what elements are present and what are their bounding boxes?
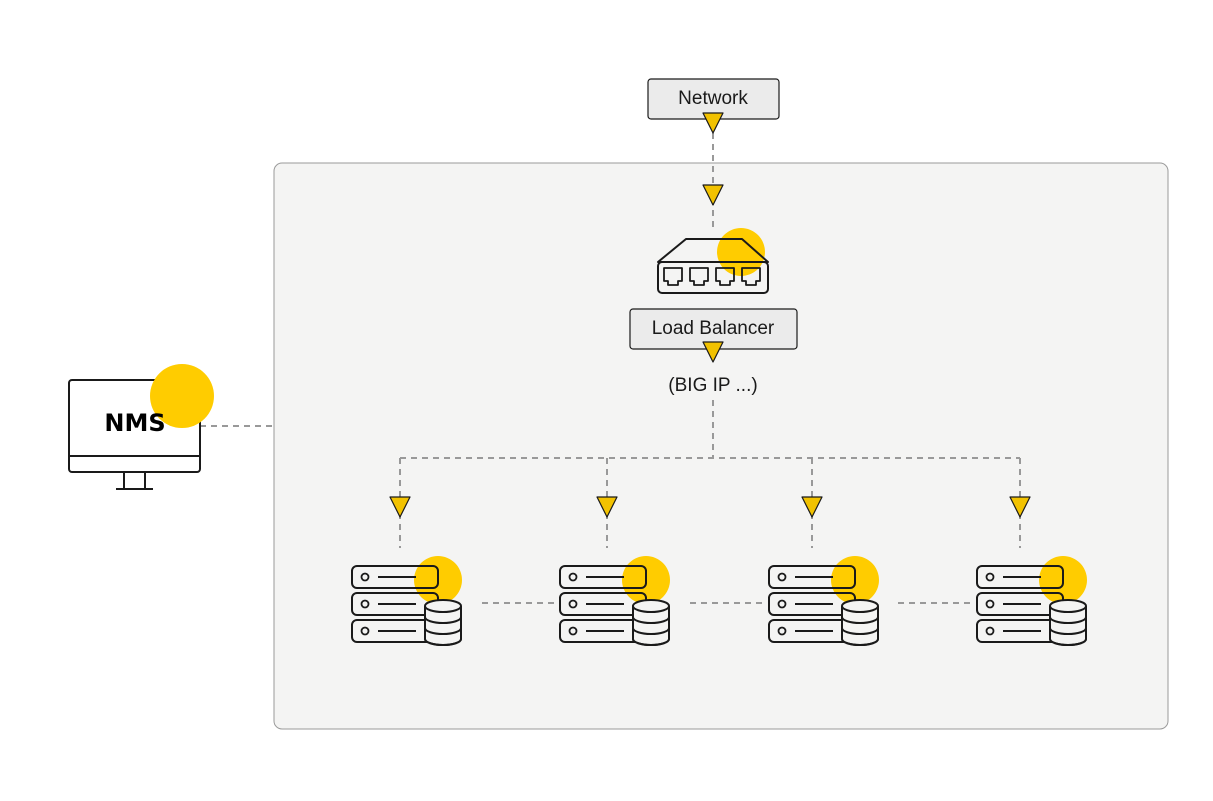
cluster-container	[273, 162, 1169, 730]
arrow-down-icon	[702, 184, 724, 206]
load-balancer-node: Load Balancer (BIG IP ...)	[629, 308, 798, 396]
database-icon	[841, 599, 879, 646]
arrow-down-icon	[389, 496, 411, 518]
database-icon	[424, 599, 462, 646]
server-arrows	[389, 496, 1031, 518]
load-balancer-sublabel: (BIG IP ...)	[668, 375, 757, 396]
nms-label: NMS	[104, 409, 165, 437]
server-group	[351, 556, 1087, 646]
server-database-icon	[559, 556, 670, 646]
load-balancer-switch-icon	[657, 228, 769, 294]
status-dot-icon	[150, 364, 214, 428]
server-database-icon	[768, 556, 879, 646]
arrow-down-icon	[801, 496, 823, 518]
database-icon	[632, 599, 670, 646]
arrow-down-icon	[702, 341, 724, 363]
server-database-icon	[976, 556, 1087, 646]
load-balancer-label: Load Balancer	[652, 318, 775, 339]
network-label: Network	[678, 88, 748, 109]
arrow-down-icon	[702, 112, 724, 134]
database-icon	[1049, 599, 1087, 646]
arrow-down-icon	[1009, 496, 1031, 518]
network-node: Network	[647, 78, 780, 134]
nms-node: NMS	[68, 364, 214, 490]
server-database-icon	[351, 556, 462, 646]
arrow-down-icon	[596, 496, 618, 518]
